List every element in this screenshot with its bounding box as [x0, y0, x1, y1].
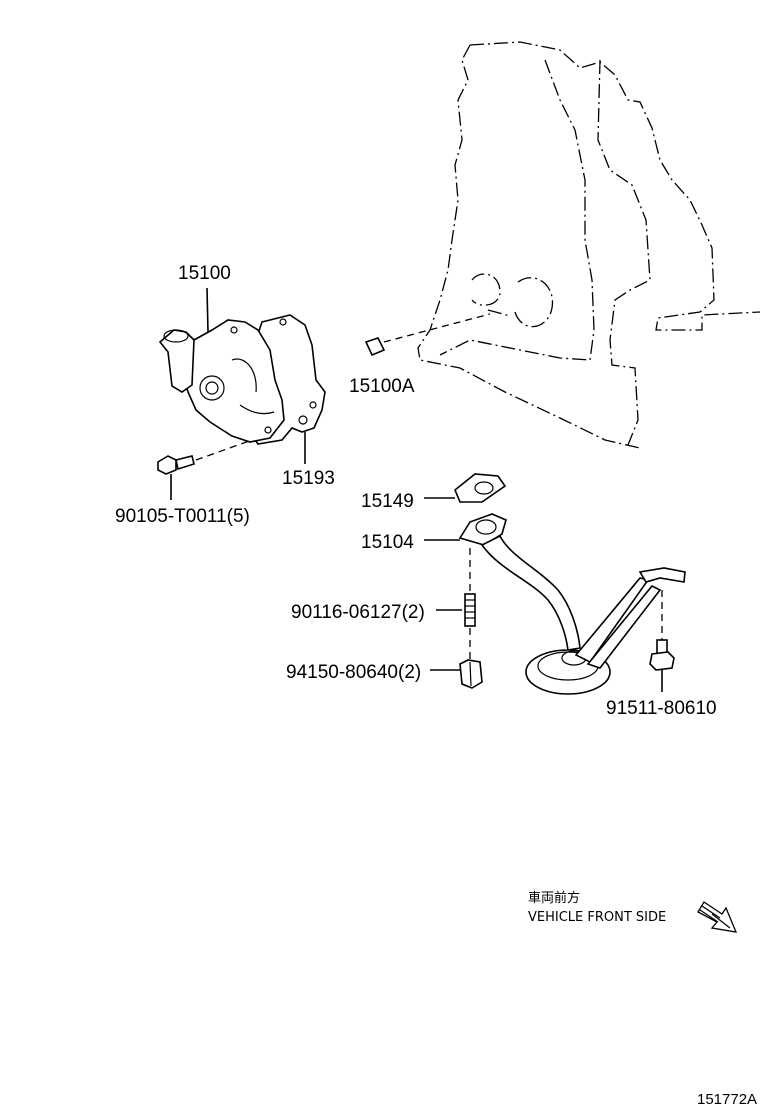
bracket-bolt — [649, 639, 675, 671]
label-oil-strainer: 15104 — [361, 532, 414, 553]
front-direction-arrow-icon — [697, 901, 738, 933]
plug-15100A — [364, 313, 491, 357]
label-stud-bolt: 90116-06127(2) — [291, 602, 425, 623]
label-plug: 15100A — [349, 376, 415, 397]
strainer-gasket-15149 — [454, 473, 507, 503]
oil-pump-15100 — [158, 287, 326, 445]
nut — [459, 659, 483, 689]
figure-reference: 151772A — [697, 1091, 757, 1108]
pump-bolt — [157, 439, 253, 500]
stud-bolt — [464, 548, 476, 660]
label-pump-bolt: 90105-T0011(5) — [115, 506, 250, 527]
label-bracket-bolt: 91511-80610 — [606, 698, 717, 719]
direction-note-en: VEHICLE FRONT SIDE — [528, 910, 666, 925]
label-pump-gasket: 15193 — [282, 468, 335, 489]
engine-block-outline — [417, 41, 760, 449]
label-nut: 94150-80640(2) — [286, 662, 421, 683]
label-strainer-gasket: 15149 — [361, 491, 414, 512]
label-oil-pump: 15100 — [178, 263, 231, 284]
direction-note-jp: 車両前方 — [528, 890, 580, 906]
oil-strainer-15104 — [458, 513, 686, 695]
